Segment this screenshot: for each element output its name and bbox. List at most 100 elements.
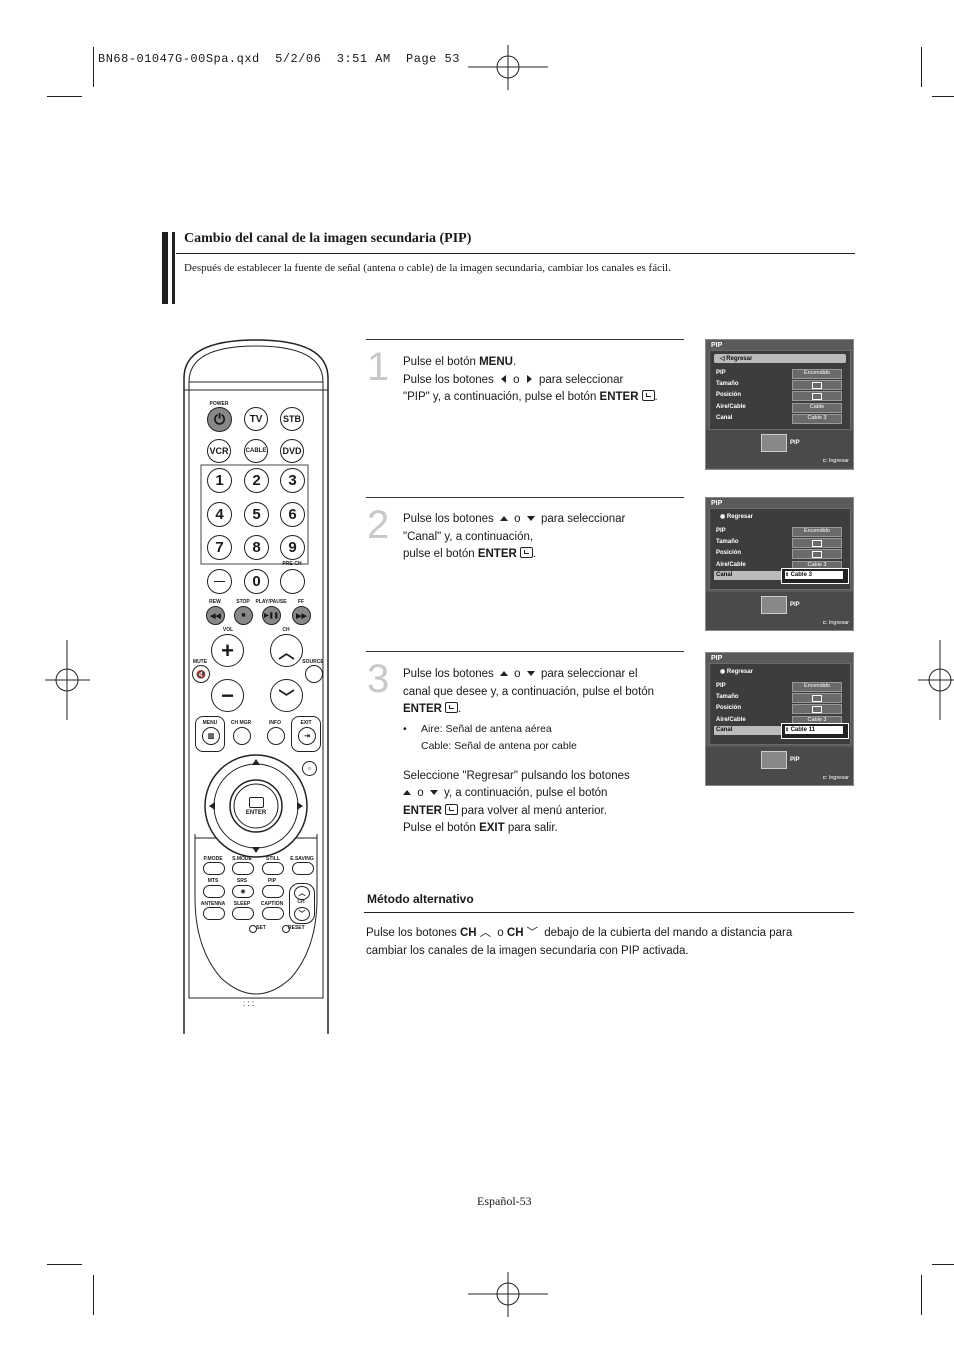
fast-forward-icon: ▶▶ [296, 612, 307, 620]
digit-0-button[interactable]: 0 [244, 569, 269, 594]
rew-button[interactable]: ◀◀ [206, 606, 225, 625]
vcr-button[interactable]: VCR [207, 439, 231, 463]
osd-row-regresar: ◁ Regresar [720, 356, 753, 362]
chmgr-label: CH MGR [230, 720, 252, 726]
mts-button[interactable] [203, 885, 225, 898]
alternative-text: Pulse los botones CH︿ o CH﹀ debajo de la… [366, 924, 854, 960]
minus-icon: − [221, 682, 234, 708]
power-button[interactable]: ⏻ [207, 407, 232, 432]
osd-value-size-icon [792, 693, 842, 703]
updown-icon: ⇕ [785, 572, 791, 578]
osd-popup: ⇕ Cable 11 [781, 723, 849, 739]
osd-value: Encendido [792, 527, 842, 537]
still-button[interactable] [262, 862, 284, 875]
ch-up-small-button[interactable]: ︿ [294, 886, 310, 900]
reset-label: RESET [288, 925, 305, 931]
power-label: POWER [209, 401, 229, 407]
osd-bottom: PIP ⊏ Ingresar [706, 747, 853, 785]
ch-down-button[interactable]: ﹀ [270, 679, 303, 712]
dash-button[interactable] [207, 569, 232, 594]
enter-icon [519, 547, 533, 558]
info-button[interactable] [267, 727, 285, 745]
enter-button[interactable]: ENTER [236, 786, 276, 826]
osd-bottom: PIP ⊏ Ingresar [706, 592, 853, 630]
registration-mark-bottom [468, 1272, 548, 1317]
osd-popup-field: ⇕ Cable 11 [785, 726, 843, 734]
vol-up-button[interactable]: + [211, 634, 244, 667]
crop-mark [932, 96, 954, 97]
caption-button[interactable] [262, 907, 284, 920]
reset-button[interactable] [282, 925, 290, 933]
digit-3-button[interactable]: 3 [280, 468, 305, 493]
step-rule [366, 339, 684, 340]
mute-button[interactable]: 🔇 [192, 665, 210, 683]
osd-value-size-icon [792, 380, 842, 390]
ch-down-small-button[interactable]: ﹀ [294, 907, 310, 921]
registration-mark-right [918, 640, 954, 720]
enter-icon [444, 702, 458, 713]
exit-button[interactable]: ⇥ [298, 727, 316, 745]
digit-6-button[interactable]: 6 [280, 502, 305, 527]
osd-bottom-label: PIP [790, 440, 800, 446]
osd-row: Posición [716, 705, 742, 711]
source-button[interactable] [305, 665, 323, 683]
prech-button[interactable] [280, 569, 305, 594]
step-rule [366, 651, 684, 652]
digit-2-button[interactable]: 2 [244, 468, 269, 493]
stop-button[interactable]: ■ [234, 606, 253, 625]
ch-up-button[interactable]: ︿ [270, 634, 303, 667]
ff-button[interactable]: ▶▶ [292, 606, 311, 625]
light-button[interactable]: ☼ [302, 761, 317, 776]
osd-ingresar: ⊏ Ingresar [822, 620, 849, 626]
digit-4-button[interactable]: 4 [207, 502, 232, 527]
vol-down-button[interactable]: − [211, 679, 244, 712]
pmode-button[interactable] [203, 862, 225, 875]
dash-icon [214, 580, 225, 583]
dpad-up-button[interactable] [246, 755, 266, 769]
dpad-left-button[interactable] [205, 796, 219, 816]
arrow-down-icon [429, 790, 438, 795]
antenna-button[interactable] [203, 907, 225, 920]
smode-button[interactable] [232, 862, 254, 875]
esaving-button[interactable] [292, 862, 314, 875]
tv-button[interactable]: TV [244, 407, 268, 431]
arrow-right-icon [526, 374, 532, 383]
osd-row: Posición [716, 392, 742, 398]
osd-highlight [714, 354, 846, 363]
dpad-right-button[interactable] [293, 796, 307, 816]
digit-1-button[interactable]: 1 [207, 468, 232, 493]
cable-button[interactable]: CABLE [244, 439, 268, 463]
osd-ingresar: ⊏ Ingresar [822, 458, 849, 464]
srs-icon: ◉ [240, 889, 246, 895]
ch-mgr-button[interactable] [233, 727, 251, 745]
digit-9-button[interactable]: 9 [280, 535, 305, 560]
step-number: 2 [367, 503, 390, 547]
dvd-button[interactable]: DVD [280, 439, 304, 463]
alternative-title: Método alternativo [367, 892, 474, 906]
pip-button[interactable] [262, 885, 284, 898]
exit-icon: ⇥ [304, 733, 310, 740]
dpad [204, 754, 308, 858]
stb-button[interactable]: STB [280, 407, 304, 431]
digit-8-button[interactable]: 8 [244, 535, 269, 560]
digit-7-button[interactable]: 7 [207, 535, 232, 560]
set-button[interactable] [249, 925, 257, 933]
osd-popup-field: ⇕ Cable 3 [785, 571, 843, 579]
enter-icon: ⊏ [822, 775, 829, 781]
menu-button[interactable]: ▥ [202, 727, 220, 745]
step-3-text: Pulse los botones o para seleccionar el … [403, 666, 693, 838]
crop-mark [921, 47, 922, 87]
arrow-up-icon [499, 671, 508, 676]
step-line: Pulse el botón MENU. [403, 356, 517, 368]
osd-highlight [714, 726, 846, 735]
esaving-label: E.SAVING [290, 856, 314, 862]
step-line: Pulse los botones o para seleccionar [403, 373, 624, 386]
dpad-down-button[interactable] [246, 843, 266, 857]
digit-5-button[interactable]: 5 [244, 502, 269, 527]
osd-highlight [714, 571, 846, 580]
play-pause-button[interactable]: ▶❚❚ [262, 606, 281, 625]
osd-value-position-icon [792, 391, 842, 401]
step-number: 1 [367, 345, 390, 389]
sleep-button[interactable] [232, 907, 254, 920]
srs-button[interactable]: ◉ [232, 885, 254, 898]
